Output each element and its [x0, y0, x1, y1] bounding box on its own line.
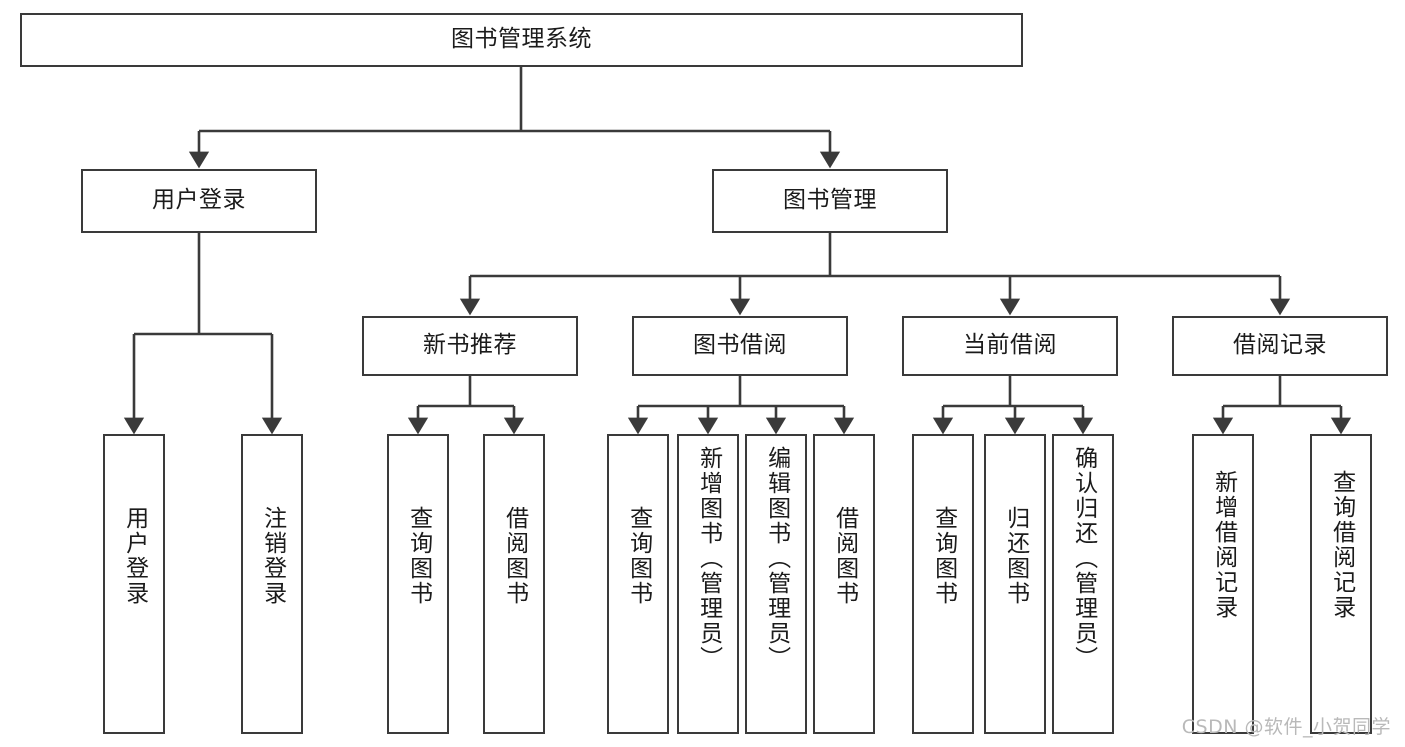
node-book-borrow-label: 图书借阅 — [693, 332, 787, 359]
leaf-add-book-label: 新增图书（管理员） — [695, 446, 722, 671]
leaf-user-logout[interactable]: 注销登录 — [241, 434, 303, 734]
leaf-query-book-3[interactable]: 查询图书 — [912, 434, 974, 734]
leaf-query-book-2[interactable]: 查询图书 — [607, 434, 669, 734]
node-root[interactable]: 图书管理系统 — [20, 13, 1023, 67]
leaf-query-book-2-label: 查询图书 — [625, 506, 652, 606]
leaf-add-record[interactable]: 新增借阅记录 — [1192, 434, 1254, 734]
leaf-query-book-3-label: 查询图书 — [930, 506, 957, 606]
leaf-borrow-book-1[interactable]: 借阅图书 — [483, 434, 545, 734]
node-current-borrow[interactable]: 当前借阅 — [902, 316, 1118, 376]
leaf-return-book-label: 归还图书 — [1002, 506, 1029, 606]
leaf-return-book[interactable]: 归还图书 — [984, 434, 1046, 734]
node-new-book-rec[interactable]: 新书推荐 — [362, 316, 578, 376]
leaf-query-record[interactable]: 查询借阅记录 — [1310, 434, 1372, 734]
leaf-user-login-label: 用户登录 — [121, 506, 148, 606]
node-root-label: 图书管理系统 — [451, 26, 592, 53]
node-user-login[interactable]: 用户登录 — [81, 169, 317, 233]
node-borrow-record[interactable]: 借阅记录 — [1172, 316, 1388, 376]
node-new-book-rec-label: 新书推荐 — [423, 332, 517, 359]
node-borrow-record-label: 借阅记录 — [1233, 332, 1327, 359]
leaf-edit-book-label: 编辑图书（管理员） — [763, 446, 790, 671]
leaf-query-book-1[interactable]: 查询图书 — [387, 434, 449, 734]
node-book-manage[interactable]: 图书管理 — [712, 169, 948, 233]
leaf-add-book[interactable]: 新增图书（管理员） — [677, 434, 739, 734]
node-current-borrow-label: 当前借阅 — [963, 332, 1057, 359]
node-book-manage-label: 图书管理 — [783, 187, 877, 214]
watermark: CSDN @软件_小贺同学 — [1181, 716, 1391, 738]
node-user-login-label: 用户登录 — [152, 187, 246, 214]
leaf-borrow-book-2-label: 借阅图书 — [831, 506, 858, 606]
leaf-add-record-label: 新增借阅记录 — [1210, 470, 1237, 620]
leaf-borrow-book-1-label: 借阅图书 — [501, 506, 528, 606]
leaf-user-logout-label: 注销登录 — [259, 506, 286, 606]
node-book-borrow[interactable]: 图书借阅 — [632, 316, 848, 376]
leaf-confirm-return-label: 确认归还（管理员） — [1070, 446, 1097, 671]
leaf-confirm-return[interactable]: 确认归还（管理员） — [1052, 434, 1114, 734]
leaf-query-book-1-label: 查询图书 — [405, 506, 432, 606]
leaf-borrow-book-2[interactable]: 借阅图书 — [813, 434, 875, 734]
leaf-user-login[interactable]: 用户登录 — [103, 434, 165, 734]
leaf-query-record-label: 查询借阅记录 — [1328, 470, 1355, 620]
leaf-edit-book[interactable]: 编辑图书（管理员） — [745, 434, 807, 734]
